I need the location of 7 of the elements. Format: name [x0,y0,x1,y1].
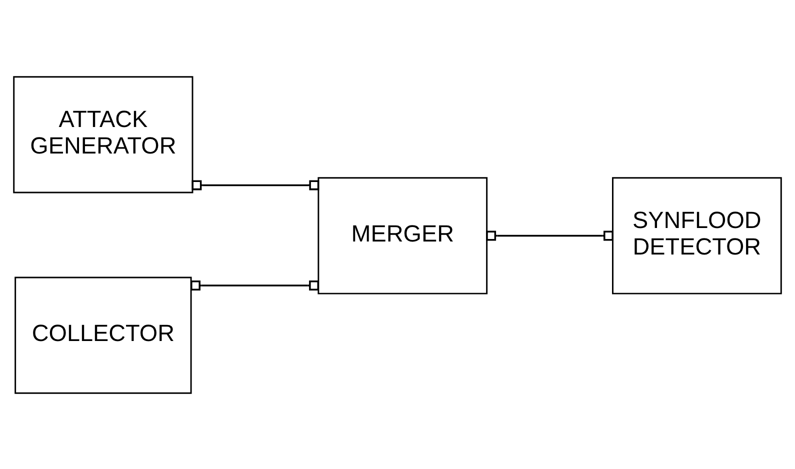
node-box: MERGER [318,176,488,294]
connector [192,180,320,190]
connector [190,280,319,290]
connector [486,230,614,240]
node-box: COLLECTOR [14,276,192,394]
node-box: ATTACK GENERATOR [13,76,194,193]
node-box: SYNFLOOD DETECTOR [612,176,782,294]
